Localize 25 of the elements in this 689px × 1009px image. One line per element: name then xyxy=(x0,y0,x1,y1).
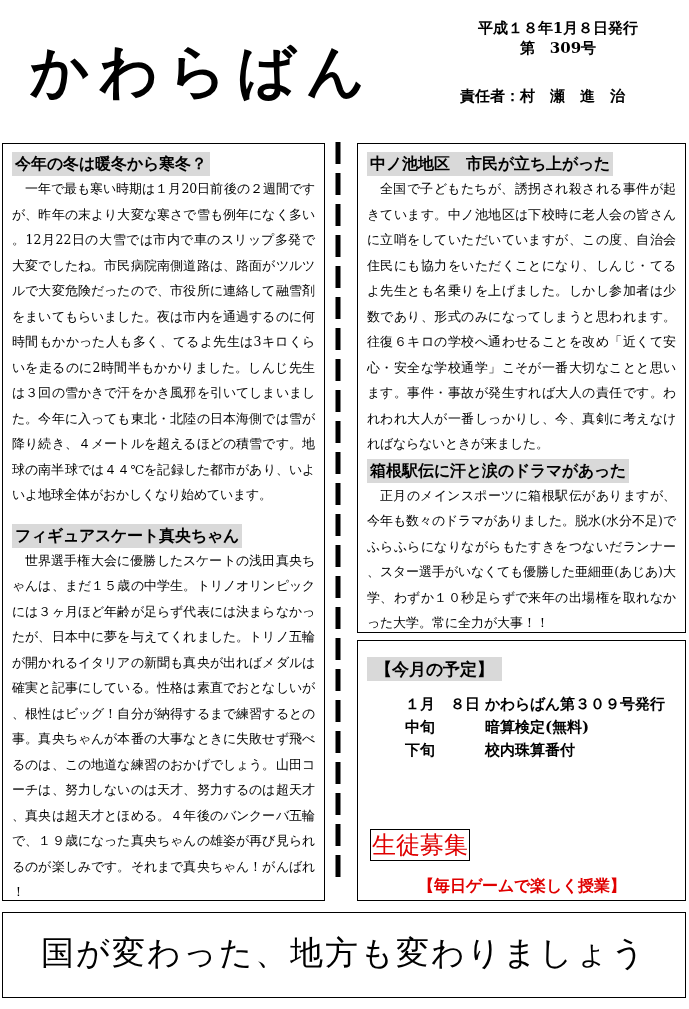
article-heading: 中ノ池地区 市民が立ち上がった xyxy=(367,152,613,176)
article-text: 一年で最も寒い時期は１月20日前後の２週間ですが、昨年の末より大変な寒さで雪も例年になく多い。12月22日の大雪では市内で車のスリップ多発で大変でしたね。市民病院南側道路は、路面がツルツルで大変危険だったので、市役所に連絡して融雪剤をまいてもらいました。夜は市内を通過するのに何時間もかかった人も多く、てるよ先生は3キロくらいを走るのに2時間半もかかりました。しんじ先生は３回の雪かきで汗をかき風邪を引いてしまいました。今年に入っても東北・北陸の日本海側では雪が降り続き、４メートルを超えるほどの積雪です。地球の南半球では４４℃を記録した都市があり、いよいよ地球全体がおかしくなり始めています。 xyxy=(12,180,315,504)
schedule-heading: 【今月の予定】 xyxy=(367,657,502,681)
schedule-event: 暗算検定(無料) xyxy=(485,717,591,738)
promo-text: 【毎日ゲームで楽しく授業】 xyxy=(416,875,627,897)
article-panel xyxy=(2,143,325,901)
recruitment-banner: 生徒募集 xyxy=(370,829,470,861)
article-text: 世界選手権大会に優勝したスケートの浅田真央ちゃんは、まだ１５歳の中学生。トリノオリンピックには３ヶ月ほど年齢が足らず代表には決まらなかったが、日本中に夢を与えてくれました。トリノ五輪が開かれるイタリアの新聞も真央が出ればメダルは確実と記事にしている。性格は素直でおとなしいが、根性はビッグ！自分が納得するまで練習するとの事。真央ちゃんが本番の大事なときに失敗せず飛べるのは、この地道な練習のおかげでしょう。山田コーチは、努力しないのは天才、努力するのは超天才、真央は超天才とほめる。４年後のバンクーバ五輪で、１９歳になった真央ちゃんの雄姿が再び見られるのが楽しみです。それまで真央ちゃん！がんばれ！ xyxy=(12,551,315,901)
schedule-panel xyxy=(357,640,686,901)
article-text: 正月のメインスポーツに箱根駅伝がありますが、今年も数々のドラマがありました。脱水(水分不足)でふらふらになりながらもたすきをつないだランナー、スター選手がいなくても優勝した亜細亜(あじあ)大学、わずか１０秒足らずで来年の出場権を取れなかった大学。常に全力が大事！！ xyxy=(367,486,676,632)
schedule-event: かわらばん第３０９号発行 xyxy=(485,694,666,715)
issue-date: 平成１８年1月８日発行 xyxy=(476,18,640,38)
editor-line: 責任者：村 瀬 進 治 xyxy=(460,86,626,106)
schedule-date: １月 ８日 xyxy=(405,694,481,715)
schedule-date: 中旬 xyxy=(405,717,436,738)
article-panel xyxy=(357,143,686,633)
article-heading: 箱根駅伝に汗と涙のドラマがあった xyxy=(367,458,629,483)
article-heading: 今年の冬は暖冬から寒冬？ xyxy=(12,152,210,176)
article-text: 全国で子どもたちが、誘拐され殺される事件が起きています。中ノ池地区は下校時に老人会の皆さんに立哨をしていただいていますが、この度、自治会住民にも協力をいただくことになり、しんじ・てるよ先生とも名乗りを上げました。しかし参加者は少数であり、形式のみになってしまうと思われます。往復６キロの学校へ通わせることを改め「近くて安心・安全な学校通学」こそが一番大切なことと思います。事件・事故が発生すれば大人の責任です。われわれ大人が一番しっかりし、今、真剣に考えなければならないときが来ました。 xyxy=(367,180,676,453)
article-heading: フィギュアスケート真央ちゃん xyxy=(12,523,242,548)
newsletter-title: かわらばん xyxy=(30,36,375,106)
schedule-date: 下旬 xyxy=(405,740,436,761)
slogan-panel: 国が変わった、地方も変わりましょう xyxy=(2,912,686,998)
schedule-event: 校内珠算番付 xyxy=(485,740,576,761)
issue-number: 第 309号 xyxy=(518,38,598,58)
